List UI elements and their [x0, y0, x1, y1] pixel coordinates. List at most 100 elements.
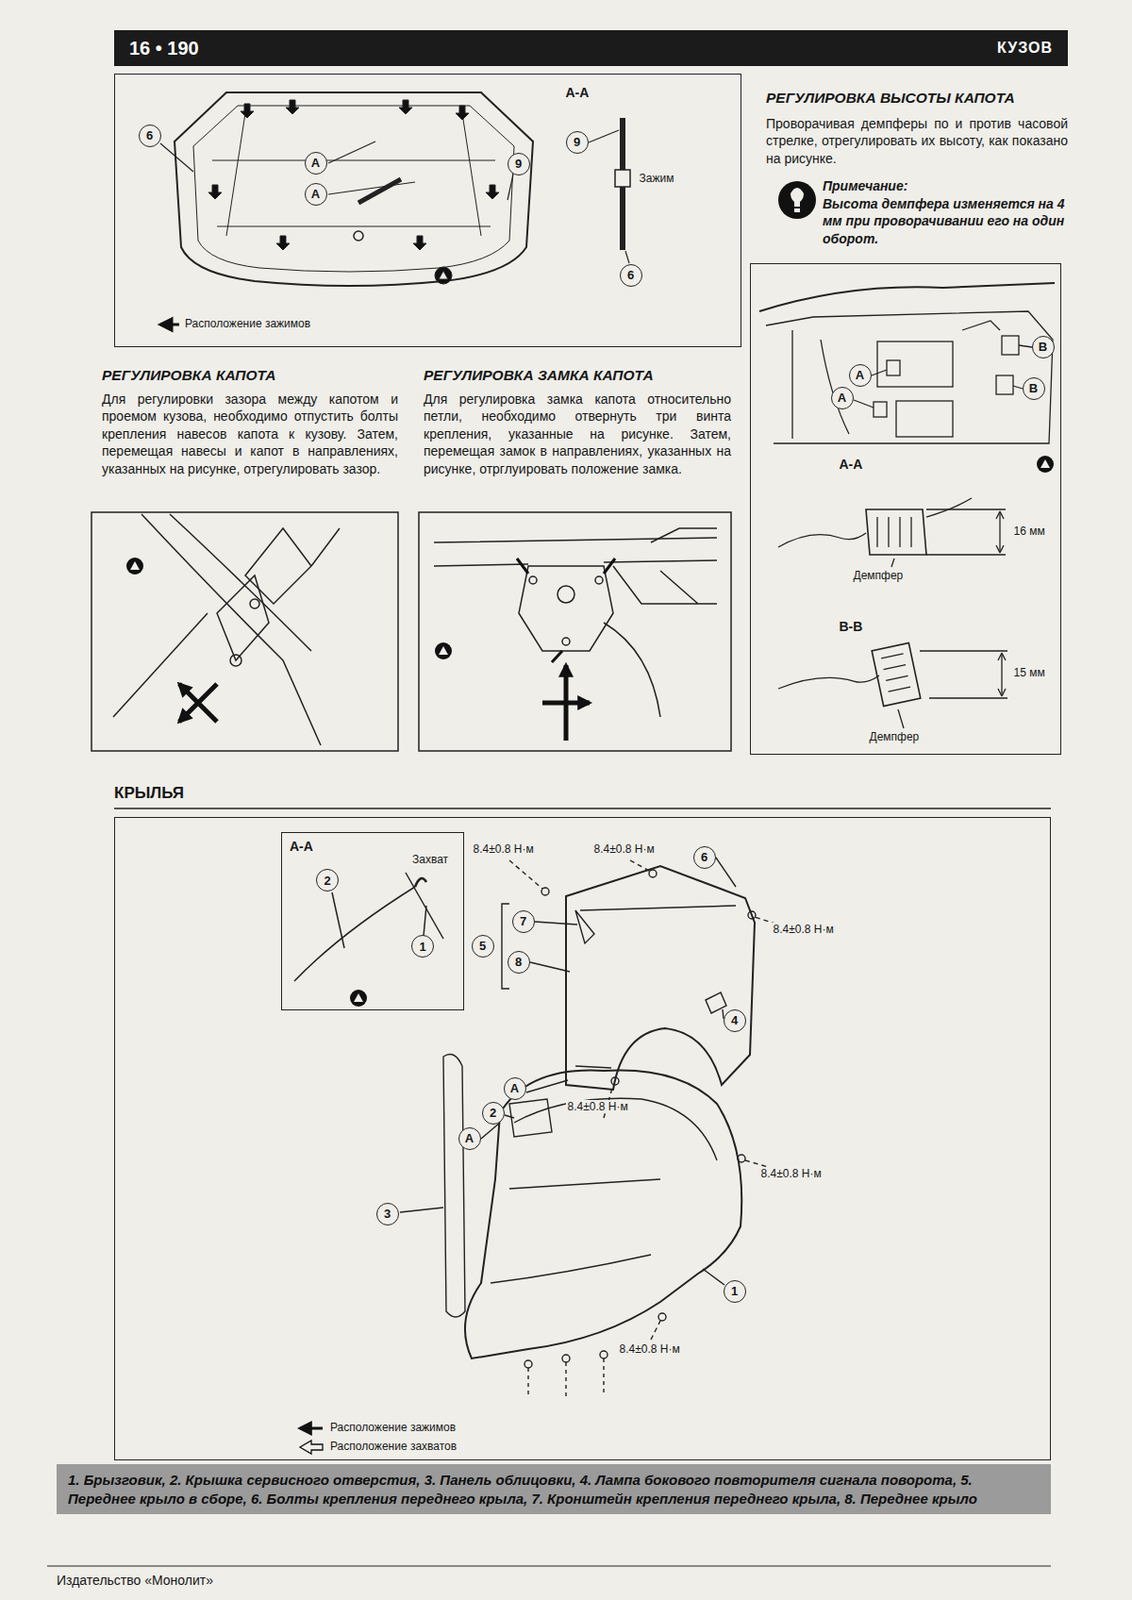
- callout-number: B: [1022, 377, 1046, 400]
- figure-label: 16 мм: [1012, 524, 1048, 538]
- callout-text: A: [311, 156, 320, 169]
- damper-drawing: [1036, 455, 1054, 473]
- figure-frame: 69AA96A-AЗажим: [114, 73, 742, 348]
- damper-drawing: [853, 345, 1033, 408]
- fender-drawing: [748, 911, 756, 919]
- damper-drawing: [865, 509, 927, 555]
- fender-drawing: [611, 1077, 619, 1085]
- damper-drawing: [881, 653, 911, 692]
- fender-drawing: [443, 1054, 466, 1317]
- hinge-drawing: [91, 512, 399, 751]
- lock-drawing: [418, 512, 732, 751]
- caption-text: 1. Брызговик, 2. Крышка сервисного отвер…: [67, 1471, 978, 1507]
- hood-drawing: [160, 141, 514, 200]
- rule-line: [47, 1565, 1051, 1567]
- damper-drawing: [891, 558, 895, 567]
- note-icon: [778, 181, 816, 219]
- callout-text: 6: [700, 850, 708, 864]
- callout-number: A: [503, 1077, 527, 1100]
- hinge-drawing: [216, 575, 269, 661]
- fender-drawing: [530, 962, 570, 972]
- section-heading: КРЫЛЬЯ: [114, 782, 184, 804]
- lock-drawing: [613, 528, 717, 604]
- callout-text: 6: [627, 268, 634, 282]
- callout-number: 7: [512, 910, 535, 933]
- hinge-drawing: [230, 654, 242, 666]
- callout-text: A: [465, 1132, 474, 1145]
- grip-section: [415, 878, 427, 887]
- body-text: Для регулировка замка капота относительн…: [423, 390, 732, 478]
- callout-number: 9: [507, 152, 531, 176]
- hood-drawing: [358, 179, 401, 203]
- hinge-drawing: [91, 512, 399, 751]
- hinge-drawing: [141, 514, 321, 746]
- fender-drawing: [534, 921, 578, 925]
- figure-label: 8.4±0.8 Н·м: [771, 922, 836, 936]
- damper-drawing: [896, 400, 953, 437]
- clip-section: [588, 117, 631, 264]
- fender-drawing: [299, 1427, 323, 1431]
- callout-text: 9: [515, 157, 522, 170]
- note-icon: [778, 181, 816, 219]
- grip-section: [294, 886, 416, 982]
- callout-text: 4: [731, 1014, 738, 1027]
- callout-text: 1: [731, 1284, 738, 1298]
- hood-drawing: [193, 105, 515, 272]
- callout-number: 3: [376, 1202, 400, 1226]
- figure-label: 8.4±0.8 Н·м: [617, 1342, 683, 1356]
- figure-label: 8.4±0.8 Н·м: [471, 842, 536, 856]
- figure-label: Захват: [410, 852, 450, 866]
- note-text: Высота демпфера изменяется на 4 мм при п…: [822, 195, 1066, 248]
- callout-number: 6: [693, 846, 716, 869]
- damper-drawing: [765, 311, 1053, 444]
- damper-drawing: [792, 320, 1000, 439]
- figure-label: Демпфер: [851, 568, 906, 583]
- hood-drawing: [212, 113, 496, 236]
- callout-text: 6: [146, 129, 153, 142]
- figure-label: A-A: [287, 838, 316, 855]
- caption-band: 1. Брызговик, 2. Крышка сервисного отвер…: [56, 1464, 1051, 1515]
- figure-label: 8.4±0.8 Н·м: [566, 1099, 631, 1114]
- lock-drawing: [529, 576, 537, 584]
- damper-drawing: [926, 498, 972, 517]
- damper-drawing: [886, 360, 900, 376]
- callout-text: 3: [383, 1207, 391, 1220]
- grip-section: [294, 872, 444, 1007]
- callout-number: 2: [482, 1101, 505, 1125]
- fender-drawing: [575, 905, 736, 1068]
- hood-drawing: [413, 235, 427, 250]
- fender-drawing: [299, 857, 793, 1454]
- hood-drawing: [160, 318, 180, 331]
- header-band: 16 • 190КУЗОВ: [114, 30, 1068, 67]
- callout-number: 1: [411, 934, 434, 958]
- damper-drawing: [898, 709, 904, 729]
- grip-section: [349, 989, 367, 1007]
- fender-drawing: [575, 910, 595, 944]
- callout-number: 4: [723, 1009, 747, 1033]
- callout-text: A: [311, 187, 320, 200]
- figure-label: Зажим: [637, 171, 677, 185]
- lock-drawing: [603, 622, 661, 717]
- hood-drawing: [399, 99, 413, 115]
- fender-drawing: [501, 903, 510, 989]
- callout-text: 1: [418, 940, 426, 953]
- damper-drawing: [919, 650, 1008, 699]
- damper-drawing: [998, 652, 1006, 697]
- hood-drawing: [285, 99, 300, 115]
- callout-text: A: [510, 1082, 519, 1095]
- note-icon: [794, 208, 800, 213]
- figure-frame: AABBA-A16 ммДемпферB-B15 ммДемпфер: [749, 263, 1062, 755]
- fender-drawing: [658, 1313, 666, 1321]
- callout-number: 2: [316, 868, 339, 892]
- hinge-drawing: [126, 557, 144, 575]
- damper-drawing: [996, 375, 1014, 395]
- hood-drawing: [455, 105, 469, 120]
- clip-section: [615, 169, 631, 187]
- clip-section: [588, 130, 630, 264]
- lock-drawing: [516, 558, 616, 663]
- legend-text: Расположение зажимов: [330, 1420, 456, 1434]
- fender-drawing: [465, 1069, 742, 1359]
- note-icon: [790, 187, 804, 207]
- callout-text: A: [855, 368, 865, 382]
